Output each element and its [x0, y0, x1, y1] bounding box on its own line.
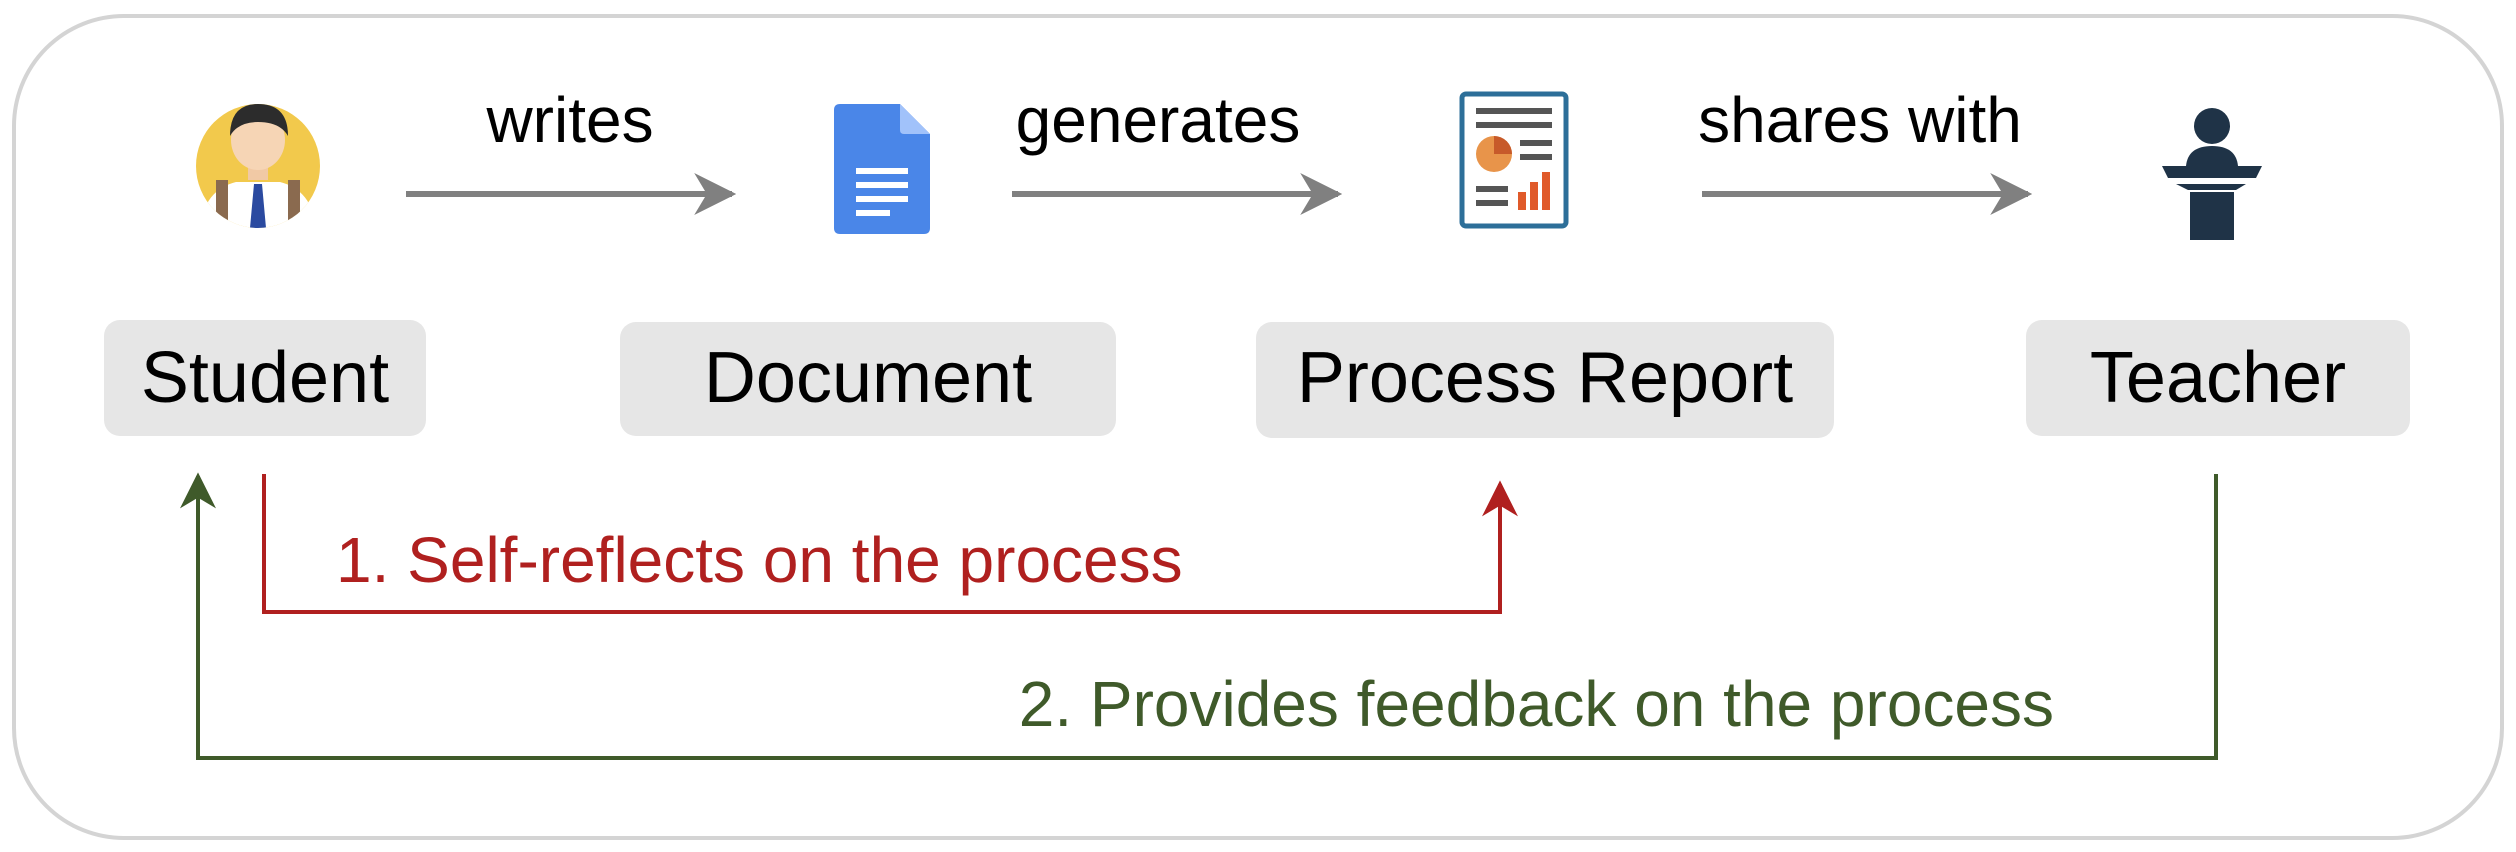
node-student: Student	[104, 320, 426, 436]
node-teacher-label: Teacher	[2090, 338, 2346, 418]
node-process-report-label: Process Report	[1297, 338, 1793, 418]
edge-label-writes: writes	[485, 84, 653, 156]
node-document: Document	[620, 322, 1116, 436]
node-document-label: Document	[704, 338, 1032, 418]
loop-label-feedback: 2. Provides feedback on the process	[1019, 668, 2054, 740]
node-process-report: Process Report	[1256, 322, 1834, 438]
node-student-label: Student	[141, 338, 389, 418]
teacher-podium-icon	[2162, 108, 2262, 240]
arrow-feedback	[180, 472, 2218, 760]
edge-label-shares-with: shares with	[1698, 84, 2022, 156]
loop-label-self-reflect: 1. Self-reflects on the process	[336, 524, 1183, 596]
arrow-self-reflect	[262, 474, 1518, 614]
node-teacher: Teacher	[2026, 320, 2410, 436]
report-chart-icon	[1459, 91, 1569, 229]
edge-label-generates: generates	[1016, 84, 1301, 156]
student-avatar-icon	[196, 104, 320, 228]
google-doc-icon	[834, 104, 930, 234]
